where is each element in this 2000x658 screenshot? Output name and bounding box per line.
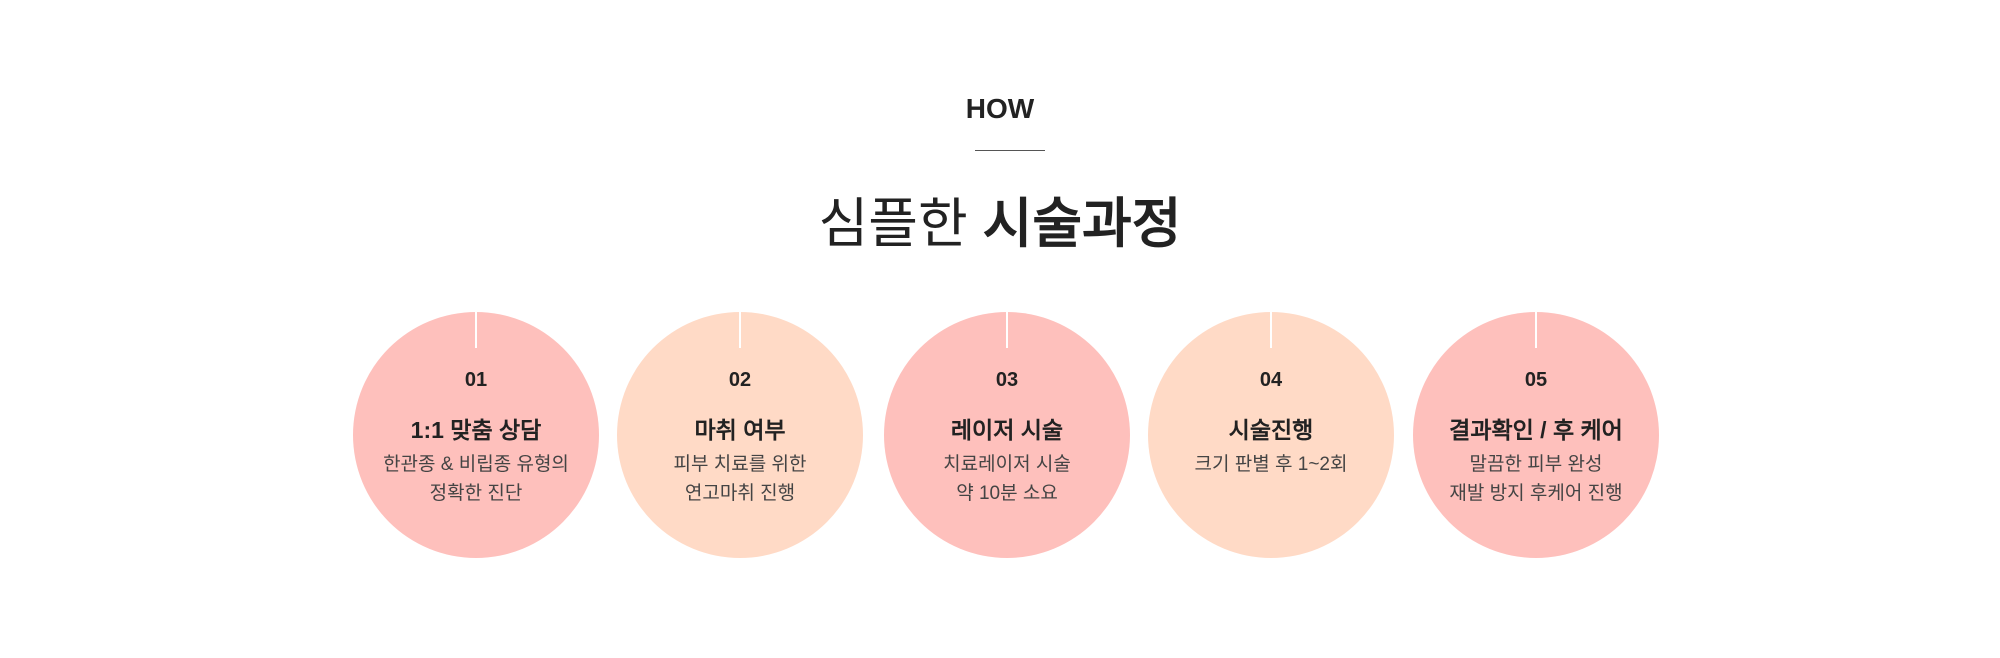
step-description-line: 재발 방지 후케어 진행	[1449, 483, 1623, 504]
step-description: 한관종 & 비립종 유형의 정확한 진단	[353, 450, 599, 508]
step-number: 03	[995, 369, 1019, 391]
step-connector-tick	[1270, 312, 1272, 348]
step-title: 시술진행	[1228, 417, 1314, 443]
step-circle-3: 03 레이저 시술 치료레이저 시술 약 10분 소요	[884, 312, 1130, 558]
steps-list: 01 1:1 맞춤 상담 한관종 & 비립종 유형의 정확한 진단 02 마취 …	[0, 312, 2000, 562]
step-description: 크기 판별 후 1~2회	[1148, 450, 1394, 479]
step-title: 마취 여부	[694, 417, 786, 443]
step-connector-tick	[1535, 312, 1537, 348]
section-eyebrow: HOW	[965, 93, 1035, 124]
step-description-line: 정확한 진단	[429, 483, 523, 504]
step-description: 피부 치료를 위한 연고마취 진행	[617, 450, 863, 508]
step-description-line: 약 10분 소요	[956, 483, 1058, 504]
step-connector-tick	[739, 312, 741, 348]
step-title: 결과확인 / 후 케어	[1449, 417, 1623, 443]
step-description-line: 말끔한 피부 완성	[1469, 454, 1603, 475]
step-description-line: 치료레이저 시술	[943, 454, 1071, 475]
headline-light: 심플한	[818, 194, 968, 254]
step-description: 치료레이저 시술 약 10분 소요	[884, 450, 1130, 508]
step-description: 말끔한 피부 완성 재발 방지 후케어 진행	[1413, 450, 1659, 508]
headline-bold: 시술과정	[982, 194, 1182, 254]
step-description-line: 크기 판별 후 1~2회	[1194, 454, 1348, 475]
step-description-line: 한관종 & 비립종 유형의	[383, 454, 569, 475]
step-description-line: 피부 치료를 위한	[673, 454, 807, 475]
step-title: 레이저 시술	[950, 417, 1064, 443]
section-divider	[975, 150, 1045, 151]
step-connector-tick	[475, 312, 477, 348]
step-circle-4: 04 시술진행 크기 판별 후 1~2회	[1148, 312, 1394, 558]
section-headline: 심플한 시술과정	[0, 192, 2000, 256]
step-number: 01	[464, 369, 488, 391]
step-description-line: 연고마취 진행	[684, 483, 796, 504]
step-connector-tick	[1006, 312, 1008, 348]
step-number: 05	[1524, 369, 1548, 391]
step-number: 02	[728, 369, 752, 391]
step-circle-5: 05 결과확인 / 후 케어 말끔한 피부 완성 재발 방지 후케어 진행	[1413, 312, 1659, 558]
step-circle-1: 01 1:1 맞춤 상담 한관종 & 비립종 유형의 정확한 진단	[353, 312, 599, 558]
step-number: 04	[1259, 369, 1283, 391]
step-circle-2: 02 마취 여부 피부 치료를 위한 연고마취 진행	[617, 312, 863, 558]
step-title: 1:1 맞춤 상담	[410, 417, 542, 443]
